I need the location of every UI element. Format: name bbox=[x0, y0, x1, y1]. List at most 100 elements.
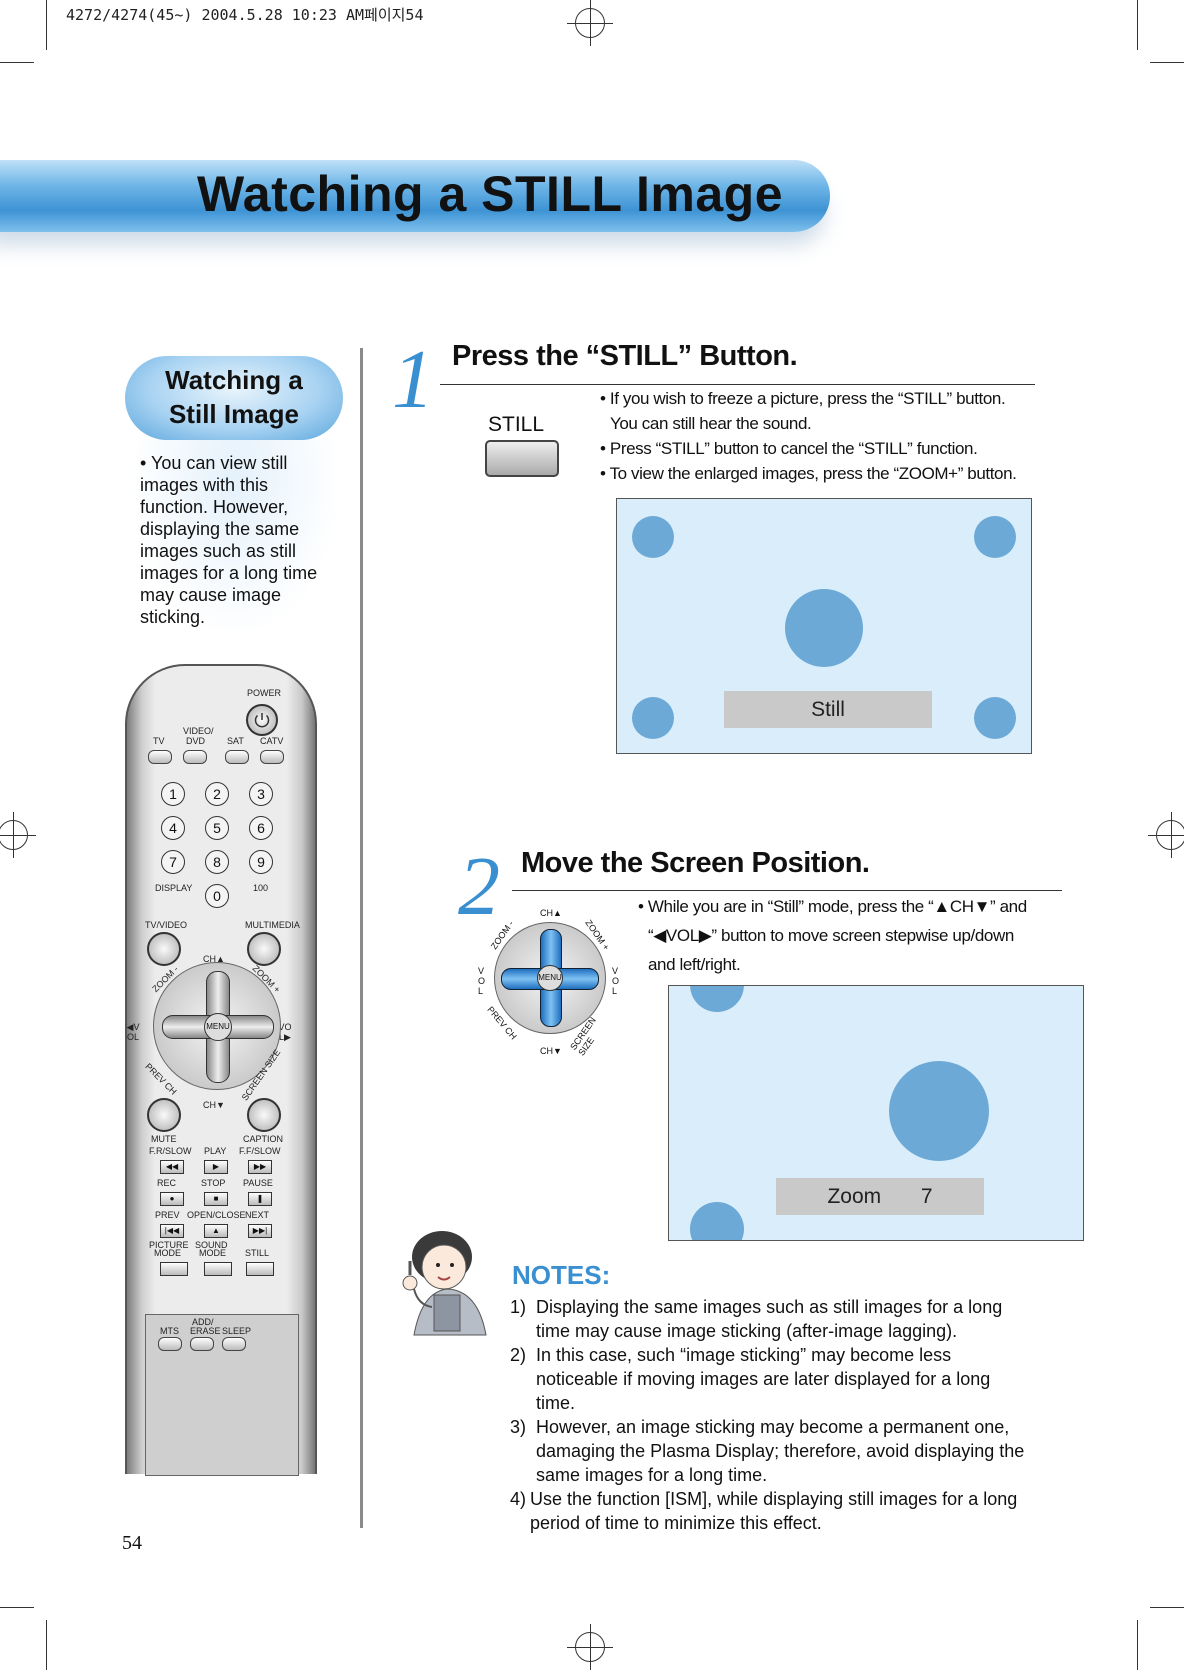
still-osd: Still bbox=[724, 691, 932, 728]
step-2-bullet: “◀VOL▶” button to move screen stepwise u… bbox=[648, 926, 1014, 945]
picture-mode-button bbox=[160, 1262, 188, 1276]
step-2-bullet: and left/right. bbox=[648, 955, 741, 974]
remote-label-dvd: DVD bbox=[186, 736, 206, 746]
note-text: Displaying the same images such as still… bbox=[536, 1297, 1003, 1341]
note-number: 4) bbox=[510, 1489, 527, 1509]
tv-video-button bbox=[147, 932, 181, 966]
remote-label-tv: TV bbox=[153, 736, 165, 746]
step-1-bullet: • If you wish to freeze a picture, press… bbox=[600, 389, 1006, 408]
remote-label-stop: STOP bbox=[201, 1178, 226, 1188]
rewind-button: ◀◀ bbox=[160, 1160, 184, 1174]
column-divider bbox=[360, 348, 363, 1528]
remote-label-vol-right: VOL▶ bbox=[278, 1022, 292, 1042]
screen-dot bbox=[974, 697, 1016, 739]
power-button bbox=[246, 704, 278, 736]
remote-label-prev: PREV bbox=[155, 1210, 180, 1220]
note-item: 2)In this case, such “image sticking” ma… bbox=[510, 1343, 1030, 1415]
remote-label-ch-down: CH▼ bbox=[203, 1100, 225, 1110]
still-remote-button bbox=[246, 1262, 274, 1276]
rec-button: ● bbox=[160, 1192, 184, 1206]
pad-label-ch-down: CH▼ bbox=[540, 1046, 562, 1056]
remote-label-rec: REC bbox=[157, 1178, 177, 1188]
remote-label-catv: CATV bbox=[260, 736, 284, 746]
step-2-title: Move the Screen Position. bbox=[521, 847, 870, 879]
pad-illustration: CH▲ ZOOM - ZOOM + VOL VOL MENU PREV CH S… bbox=[476, 906, 622, 1057]
digit-8-button: 8 bbox=[205, 850, 229, 874]
caption-button bbox=[247, 1098, 281, 1132]
note-number: 3) bbox=[510, 1417, 527, 1437]
remote-label-open-close: OPEN/CLOSE bbox=[187, 1210, 246, 1220]
notes-title: NOTES: bbox=[512, 1260, 611, 1290]
pad-label-ch-up: CH▲ bbox=[540, 908, 562, 918]
section-pill bbox=[125, 356, 343, 440]
digit-6-button: 6 bbox=[249, 816, 273, 840]
note-number: 1) bbox=[510, 1297, 527, 1317]
mute-button bbox=[147, 1098, 181, 1132]
fast-forward-button: ▶▶ bbox=[248, 1160, 272, 1174]
power-icon bbox=[254, 713, 270, 728]
video-dvd-button bbox=[183, 750, 207, 764]
step-2-bullet: • While you are in “Still” mode, press t… bbox=[638, 897, 1027, 916]
remote-label-ch-up: CH▲ bbox=[203, 954, 225, 964]
still-button-illustration bbox=[485, 440, 559, 477]
remote-label-fr-slow: F.R/SLOW bbox=[149, 1146, 192, 1156]
note-text: However, an image sticking may become a … bbox=[536, 1417, 1025, 1485]
pad-menu: MENU bbox=[537, 965, 563, 991]
page-title: Watching a STILL Image bbox=[196, 166, 784, 222]
registration-mark bbox=[0, 812, 36, 858]
remote-label-tv-video: TV/VIDEO bbox=[145, 920, 188, 930]
crop-mark bbox=[1150, 1607, 1184, 1608]
pad-disc: MENU bbox=[494, 922, 606, 1034]
remote-label-sleep: SLEEP bbox=[222, 1326, 252, 1336]
still-screen-illustration: Still bbox=[616, 498, 1032, 754]
direction-pad: MENU bbox=[153, 962, 281, 1090]
remote-control: POWER VIDEO/ TV DVD SAT CATV 1 2 3 4 5 6… bbox=[125, 664, 317, 1476]
digit-5-button: 5 bbox=[205, 816, 229, 840]
intro-text: • You can view still images with this fu… bbox=[140, 453, 318, 627]
remote-label-power: POWER bbox=[247, 688, 282, 698]
remote-label-caption: CAPTION bbox=[243, 1134, 284, 1144]
screen-dot bbox=[632, 697, 674, 739]
print-header: 4272/4274(45~) 2004.5.28 10:23 AM페이지54 bbox=[66, 6, 424, 24]
play-button: ▶ bbox=[204, 1160, 228, 1174]
crop-mark bbox=[46, 0, 47, 50]
multimedia-button bbox=[247, 932, 281, 966]
registration-mark bbox=[1148, 812, 1184, 858]
crop-mark bbox=[1150, 62, 1184, 63]
note-text: Use the function [ISM], while displaying… bbox=[530, 1489, 1018, 1533]
section-pill-label: Watching a Still Image bbox=[125, 363, 343, 431]
remote-label-mts: MTS bbox=[160, 1326, 179, 1336]
screen-dot bbox=[785, 589, 863, 667]
note-text: In this case, such “image sticking” may … bbox=[536, 1345, 991, 1413]
mts-button bbox=[158, 1337, 182, 1351]
registration-mark bbox=[567, 1624, 613, 1670]
step-1-number: 1 bbox=[392, 333, 434, 426]
catv-button bbox=[260, 750, 284, 764]
screen-dot bbox=[632, 516, 674, 558]
digit-4-button: 4 bbox=[161, 816, 185, 840]
crop-mark bbox=[1137, 1620, 1138, 1670]
step-2-number: 2 bbox=[458, 840, 500, 933]
page-number: 54 bbox=[122, 1532, 142, 1554]
remote-label-sound-mode: MODE bbox=[199, 1248, 226, 1258]
sat-button bbox=[225, 750, 249, 764]
step-1-title: Press the “STILL” Button. bbox=[452, 340, 798, 372]
step-1-bullet: • Press “STILL” button to cancel the “ST… bbox=[600, 439, 978, 458]
add-erase-button bbox=[190, 1337, 214, 1351]
crop-mark bbox=[0, 62, 34, 63]
title-banner bbox=[0, 160, 830, 232]
screen-dot bbox=[690, 986, 744, 1012]
note-item: 1) Displaying the same images such as sti… bbox=[510, 1295, 1030, 1343]
zoom-osd-value: 7 bbox=[920, 1185, 933, 1208]
prev-button: |◀◀ bbox=[160, 1224, 184, 1238]
remote-label-pause: PAUSE bbox=[243, 1178, 273, 1188]
zoom-osd: Zoom 7 bbox=[776, 1178, 984, 1215]
pill-line-1: Watching a bbox=[165, 365, 303, 395]
tv-button bbox=[148, 750, 172, 764]
open-close-button: ▲ bbox=[204, 1224, 228, 1238]
screen-dot bbox=[974, 516, 1016, 558]
remote-label-next: NEXT bbox=[245, 1210, 270, 1220]
mascot-illustration bbox=[396, 1225, 504, 1345]
remote-label-100: 100 bbox=[253, 883, 269, 893]
step-1-bullet: • To view the enlarged images, press the… bbox=[600, 464, 1017, 483]
